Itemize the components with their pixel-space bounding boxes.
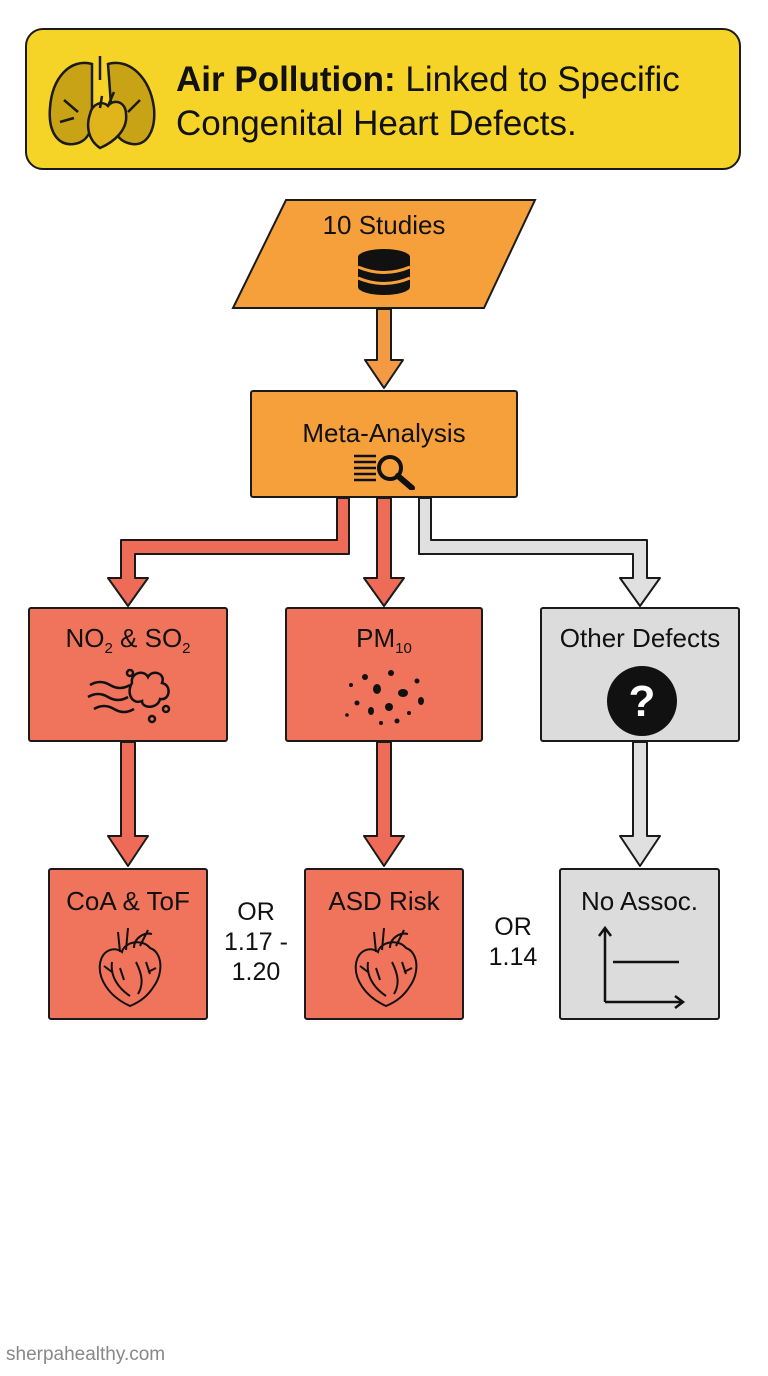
arrow-meta-to-no2 bbox=[107, 497, 350, 607]
no2-so2-label: NO2 & SO2 bbox=[65, 623, 191, 658]
asd-risk-label: ASD Risk bbox=[328, 886, 440, 916]
no2-so2-node: NO2 & SO2 bbox=[28, 607, 228, 742]
pm10-node: PM10 bbox=[285, 607, 483, 742]
heart-anatomy-icon bbox=[98, 927, 162, 1008]
coa-tof-label: CoA & ToF bbox=[66, 886, 190, 916]
particles-icon bbox=[345, 670, 424, 725]
banner-title-rest: Linked to Specific Congenital Heart Defe… bbox=[176, 60, 680, 143]
other-defects-node: Other Defects ? bbox=[540, 607, 740, 742]
other-defects-label: Other Defects bbox=[559, 623, 721, 653]
watermark: sherpahealthy.com bbox=[6, 1344, 166, 1365]
svg-text:?: ? bbox=[629, 677, 656, 726]
asd-risk-node: ASD Risk bbox=[304, 868, 464, 1020]
pm10-label: PM10 bbox=[356, 623, 412, 658]
arrow-meta-to-other bbox=[418, 497, 661, 607]
arrow-no2-to-coa bbox=[107, 741, 149, 867]
banner-title: Air Pollution: Linked to Specific Congen… bbox=[176, 58, 736, 146]
flat-line-chart-icon bbox=[598, 925, 686, 1009]
arrow-studies-to-meta bbox=[364, 308, 404, 389]
magnifier-list-icon bbox=[354, 454, 415, 490]
heart-anatomy-icon bbox=[354, 927, 418, 1008]
meta-analysis-node: Meta-Analysis bbox=[250, 390, 518, 498]
gas-cloud-icon bbox=[87, 668, 171, 724]
database-icon bbox=[357, 249, 411, 295]
meta-analysis-label: Meta-Analysis bbox=[302, 418, 466, 448]
or-label-right: OR 1.14 bbox=[488, 913, 538, 971]
or-label-left: OR 1.17 - 1.20 bbox=[224, 898, 288, 986]
no-assoc-node: No Assoc. bbox=[559, 868, 720, 1020]
studies-label: 10 Studies bbox=[322, 210, 446, 240]
arrow-meta-to-pm10 bbox=[363, 497, 405, 607]
arrow-other-to-noassoc bbox=[619, 741, 661, 867]
coa-tof-node: CoA & ToF bbox=[48, 868, 208, 1020]
no-assoc-label: No Assoc. bbox=[580, 886, 699, 916]
arrow-pm10-to-asd bbox=[363, 741, 405, 867]
question-icon: ? bbox=[607, 666, 677, 736]
banner-title-bold: Air Pollution: bbox=[176, 60, 396, 99]
